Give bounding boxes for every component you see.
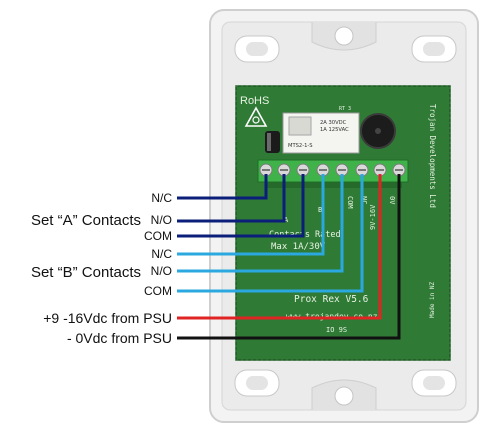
wire-psu-positive [177,174,382,320]
model-label: Prox Rex V5.6 [294,294,369,305]
relay: RT 3 2A 30VDC 1A 125VAC MTS2-1-S [282,106,360,154]
label-a-com: COM [144,229,172,243]
svg-text:IO 9S: IO 9S [326,326,347,334]
label-psu-positive: +9 -16Vdc from PSU [43,310,172,326]
relay-part: MTS2-1-S [288,143,313,149]
wire-a-no [177,174,286,223]
mounting-slot-bottom-right [411,369,457,397]
term-volt-label: 9V-16V [369,204,377,230]
compliance-mark-icon [244,106,268,127]
wire-b-com [177,174,364,293]
label-a-no: N/O [151,213,172,227]
rohs-mark: RoHS [240,95,269,107]
label-psu-negative: - 0Vdc from PSU [67,330,172,346]
terminal-block [257,159,409,183]
svg-text:RT 3: RT 3 [339,106,351,112]
mounting-slot-bottom-left [234,369,280,397]
label-b-nc: N/C [151,247,172,261]
capacitor [265,131,280,153]
label-set-a: Set “A” Contacts [31,212,141,229]
wires [177,174,401,340]
labels: N/C N/O COM Set “A” Contacts N/C N/O COM… [31,191,172,346]
relay-rating-1: 2A 30VDC [320,120,347,126]
term-a-label: A [284,216,289,224]
wire-a-nc [177,174,268,200]
mounting-slot-top-right [411,35,457,63]
wire-psu-negative [177,174,401,340]
label-b-com: COM [144,284,172,298]
label-a-nc: N/C [151,191,172,205]
buzzer [360,113,396,149]
label-set-b: Set “B” Contacts [31,264,141,281]
term-com-label: COM [346,196,354,209]
term-b-label: B [318,206,322,214]
made-in-text: Made in NZ [429,281,436,318]
rating-line-2: Max 1A/30V [271,242,326,252]
label-b-no: N/O [151,264,172,278]
wire-b-no [177,174,344,273]
terminal-housing [257,159,409,183]
wire-a-com [177,174,305,238]
maker-text: Trojan Developments Ltd [428,104,437,208]
term-zero-label: 0V [388,196,396,205]
rating-line-1: Contacts Rated [269,230,341,240]
term-nc-label: NC [360,196,368,204]
mounting-slot-top-left [234,35,280,63]
wire-b-nc [177,174,325,256]
relay-rating-2: 1A 125VAC [320,127,349,133]
